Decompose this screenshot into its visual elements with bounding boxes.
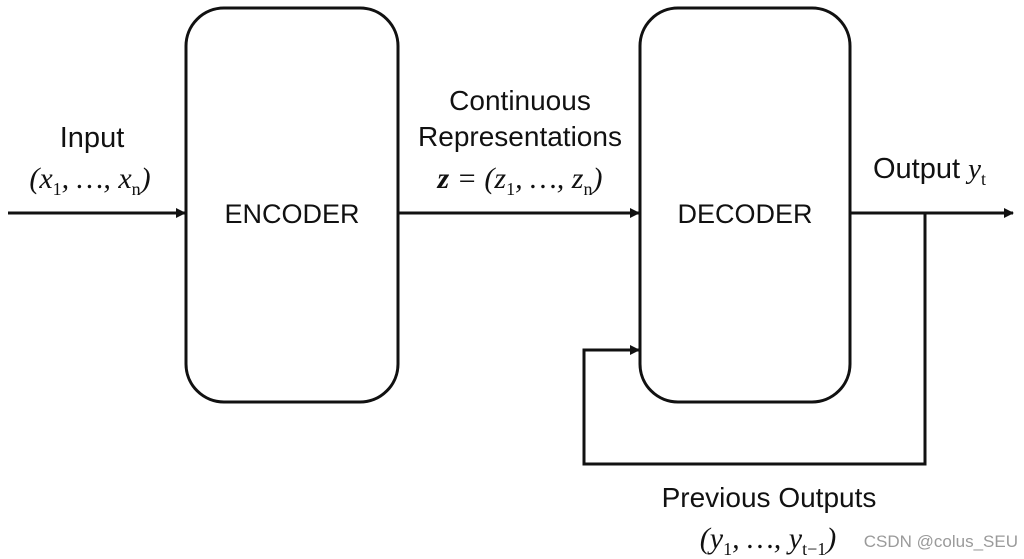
- decoder-label: DECODER: [677, 199, 812, 229]
- encoder-box: [184, 6, 400, 404]
- representation-sequence: z = (z1, …, zn): [437, 162, 603, 199]
- representation-label-line1: Continuous: [449, 85, 591, 116]
- watermark: CSDN @colus_SEU: [864, 532, 1018, 551]
- previous-outputs-sequence: (y1, …, yt−1): [700, 522, 837, 559]
- decoder-block: DECODER: [638, 6, 852, 404]
- output-annotation: Output yt: [873, 153, 986, 189]
- representation-label-line2: Representations: [418, 121, 622, 152]
- encoder-label: ENCODER: [224, 199, 359, 229]
- representation-annotation: Continuous Representations z = (z1, …, z…: [418, 85, 622, 199]
- feedback-loop-line: [582, 213, 927, 466]
- input-annotation: Input (x1, …, xn): [29, 122, 150, 199]
- previous-outputs-label: Previous Outputs: [662, 482, 877, 513]
- input-sequence: (x1, …, xn): [29, 162, 150, 199]
- previous-outputs-annotation: Previous Outputs (y1, …, yt−1): [662, 482, 877, 559]
- output-label: Output yt: [873, 153, 986, 189]
- input-label: Input: [60, 122, 125, 154]
- encoder-block: ENCODER: [184, 6, 400, 404]
- decoder-box: [638, 6, 852, 404]
